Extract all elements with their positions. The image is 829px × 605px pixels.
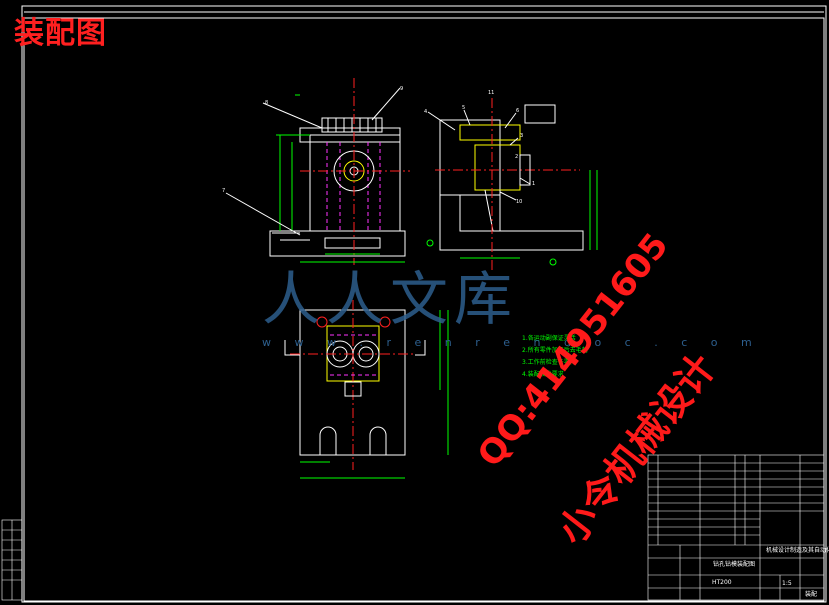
svg-text:11: 11 (488, 90, 494, 96)
outer-frame (21, 5, 827, 603)
side-view (426, 98, 598, 270)
svg-text:3: 3 (520, 133, 523, 139)
title-block-scale: 1:5 (782, 580, 792, 587)
title-block: 钻孔钻模装配图 HT200 机械设计制造及其自动化 1:5 装配 (647, 454, 829, 601)
title-block-school: 机械设计制造及其自动化 (766, 546, 829, 554)
svg-text:1: 1 (532, 181, 535, 187)
top-view (284, 300, 449, 479)
svg-text:4: 4 (424, 109, 427, 115)
tech-notes: 1.各运动副保证灵活 2.所有零件加工后去毛刺 3.工作前检查各零件 4.装配技… (522, 334, 588, 378)
inner-frame (23, 17, 825, 602)
tech-note-2: 2.所有零件加工后去毛刺 (522, 346, 588, 354)
title-block-part-name: 钻孔钻模装配图 (713, 560, 755, 568)
drawing-title: 装配图 (14, 16, 107, 51)
svg-text:7: 7 (222, 188, 225, 194)
title-block-sheet: 装配 (805, 590, 817, 598)
svg-text:10: 10 (516, 199, 522, 205)
front-view (225, 78, 410, 265)
tech-note-1: 1.各运动副保证灵活 (522, 334, 576, 342)
svg-text:8: 8 (265, 100, 268, 106)
svg-text:9: 9 (400, 86, 403, 92)
watermark-url: w w w . r e n r e n d o c . c o m (262, 336, 762, 349)
left-revision-table (1, 519, 23, 601)
tech-note-3: 3.工作前检查各零件 (522, 358, 576, 366)
watermark-logo: 人人文库 (262, 265, 519, 333)
part-labels: 8 9 7 4 5 6 3 2 1 10 11 (222, 86, 535, 205)
svg-text:6: 6 (516, 108, 519, 114)
svg-text:5: 5 (462, 105, 465, 111)
title-block-material: HT200 (712, 579, 732, 586)
tech-note-4: 4.装配技术要求 (522, 370, 564, 378)
svg-text:2: 2 (515, 154, 518, 160)
